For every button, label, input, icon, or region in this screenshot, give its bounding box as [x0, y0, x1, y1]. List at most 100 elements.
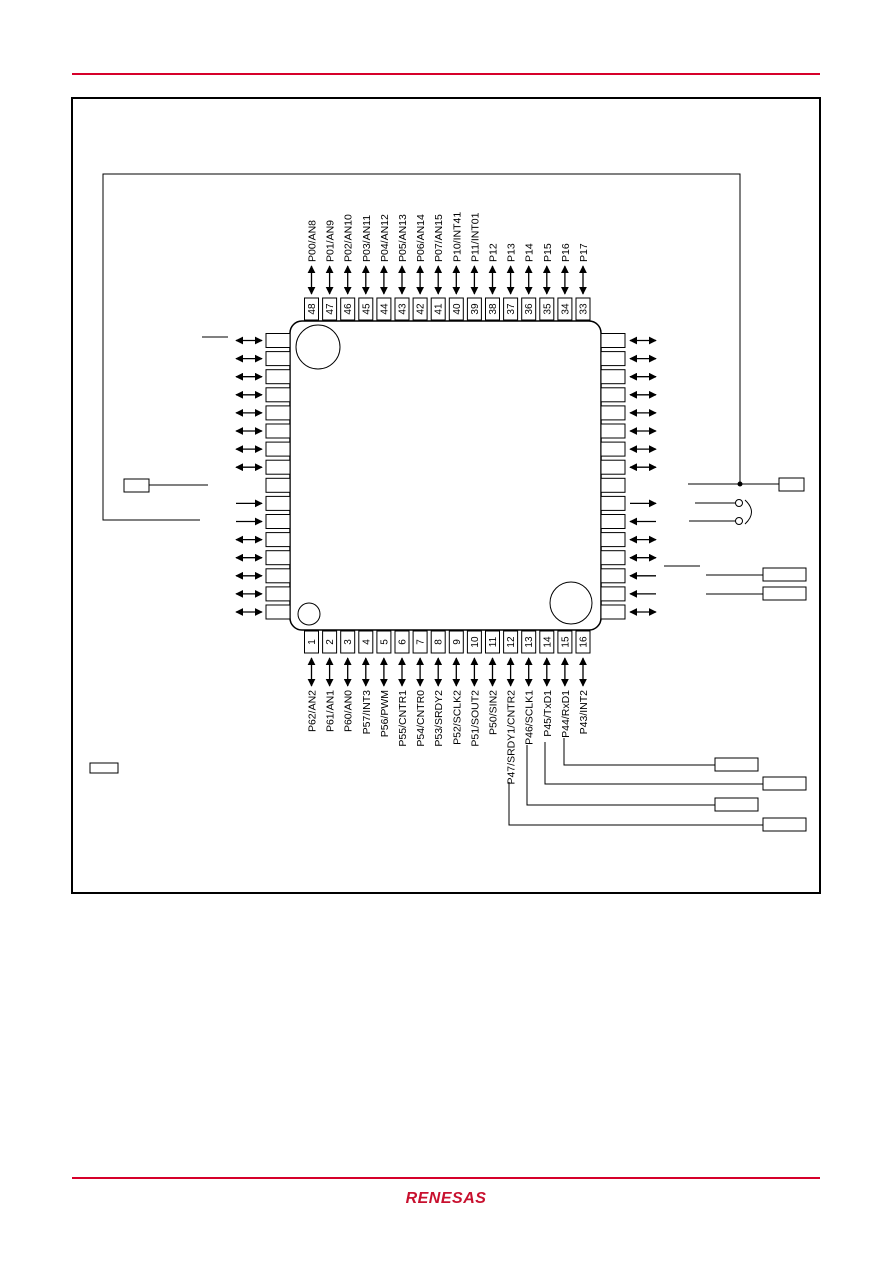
route-box-pin14 — [762, 776, 807, 791]
pin-lead — [265, 441, 291, 457]
pin-label: P06/AN14 — [415, 214, 427, 262]
pin-number: 42 — [416, 303, 427, 315]
pin-number: 15 — [560, 636, 571, 648]
pins-top: 48P00/AN847P01/AN946P02/AN1045P03/AN1144… — [304, 212, 591, 321]
pin-lead — [600, 387, 626, 403]
pin-label: P50/SIN2 — [488, 690, 500, 735]
pin-lead — [485, 630, 500, 654]
chip-body — [289, 320, 602, 631]
pin1-marker-small — [297, 602, 321, 626]
pin-label: P46/SCLK1 — [524, 690, 536, 745]
pin-number: 39 — [470, 303, 481, 315]
right-pin — [600, 495, 657, 511]
pin-number: 6 — [398, 639, 409, 645]
pin-lead — [322, 630, 338, 654]
left-pin — [235, 550, 291, 566]
pin-lead — [265, 459, 291, 475]
left-pin — [235, 586, 291, 602]
pin-label: P07/AN15 — [433, 214, 445, 262]
left-pin — [235, 369, 291, 385]
pin-lead — [265, 550, 291, 566]
pin-lead — [265, 532, 291, 548]
right-pin — [600, 550, 657, 566]
pin-lead — [600, 514, 626, 529]
pin-number: 16 — [579, 636, 590, 648]
route-pin12 — [508, 782, 763, 826]
right-pin — [600, 477, 626, 493]
left-pin — [235, 604, 291, 620]
pin-lead — [265, 477, 291, 493]
wire-top-loop — [102, 173, 741, 521]
right-pin — [600, 423, 657, 439]
route-box-pin15 — [714, 757, 759, 772]
pin-label: P16 — [560, 243, 572, 262]
right-pin — [600, 405, 657, 421]
pin-number: 14 — [542, 636, 553, 648]
figure-frame — [71, 97, 821, 894]
left-pin — [236, 514, 291, 529]
pin-lead — [304, 630, 319, 654]
left-pin — [235, 459, 291, 475]
pin-label: P02/AN10 — [343, 214, 355, 262]
pin-number: 1 — [307, 639, 318, 645]
left-pin — [236, 495, 291, 511]
pin-lead — [600, 568, 626, 584]
pin-lead — [412, 630, 428, 654]
pin-number: 11 — [488, 636, 499, 647]
pin-lead — [358, 630, 374, 654]
pins-bottom: 1P62/AN22P61/AN13P60/AN04P57/INT35P56/PW… — [304, 630, 591, 785]
pin-label: P52/SCLK2 — [451, 690, 463, 745]
right-pin — [600, 532, 657, 548]
pin-lead — [485, 297, 500, 321]
pin-number: 46 — [343, 303, 354, 315]
pin-lead — [265, 369, 291, 385]
top-pin: 42 P06/AN14 — [412, 214, 428, 321]
pin-lead — [265, 423, 291, 439]
pin-label: P15 — [542, 243, 554, 262]
pin-lead — [600, 532, 626, 548]
right-pin — [600, 459, 657, 475]
pin-lead — [412, 297, 428, 321]
pin-lead — [448, 297, 464, 321]
pin-lead — [600, 369, 626, 385]
pin-label: P01/AN9 — [325, 220, 337, 262]
pin-label: P13 — [506, 243, 518, 262]
pin-lead — [600, 423, 626, 439]
pin-lead — [600, 459, 626, 475]
pin-lead — [376, 630, 392, 654]
route-box-pin12 — [762, 817, 807, 832]
renesas-logo: RENESAS — [406, 1190, 487, 1207]
pins-right — [600, 333, 657, 620]
pin-label: P11/INT01 — [469, 212, 481, 262]
right-pin — [600, 351, 657, 367]
top-pin: 46 P02/AN10 — [340, 214, 356, 321]
pin-lead — [600, 495, 626, 511]
route-pin14 — [544, 742, 763, 785]
oscillator-symbol — [744, 499, 752, 525]
route-box-pin13 — [714, 797, 759, 812]
left-pin — [235, 568, 291, 584]
pin-number: 4 — [361, 639, 372, 645]
pin-number: 36 — [524, 303, 535, 315]
pin-label: P57/INT3 — [361, 690, 373, 735]
right-pin — [600, 514, 656, 529]
pin-lead — [600, 477, 626, 493]
pin-number: 2 — [325, 639, 336, 645]
pin-number: 7 — [416, 639, 427, 645]
pin-lead — [265, 586, 291, 602]
left-pin — [235, 423, 291, 439]
pin-lead — [394, 630, 410, 654]
